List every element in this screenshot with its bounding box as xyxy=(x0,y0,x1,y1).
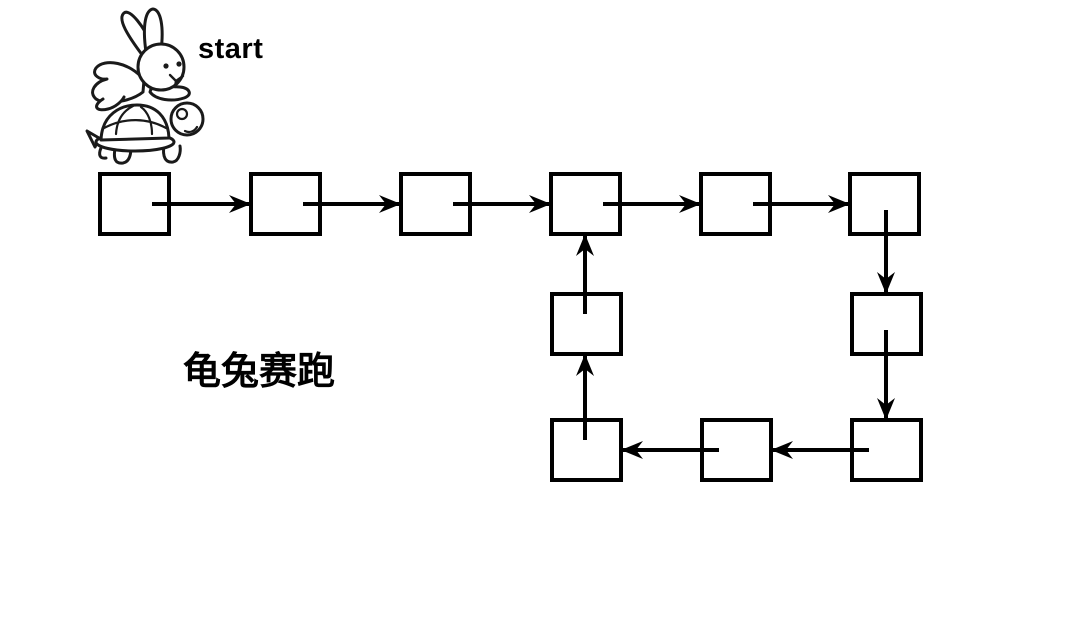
nodes-layer xyxy=(98,172,923,482)
tortoise-icon xyxy=(85,101,205,165)
start-label: start xyxy=(198,33,264,65)
edges-layer xyxy=(152,195,895,459)
race-title: 龟兔赛跑 xyxy=(183,351,336,393)
hare-icon xyxy=(91,7,191,112)
